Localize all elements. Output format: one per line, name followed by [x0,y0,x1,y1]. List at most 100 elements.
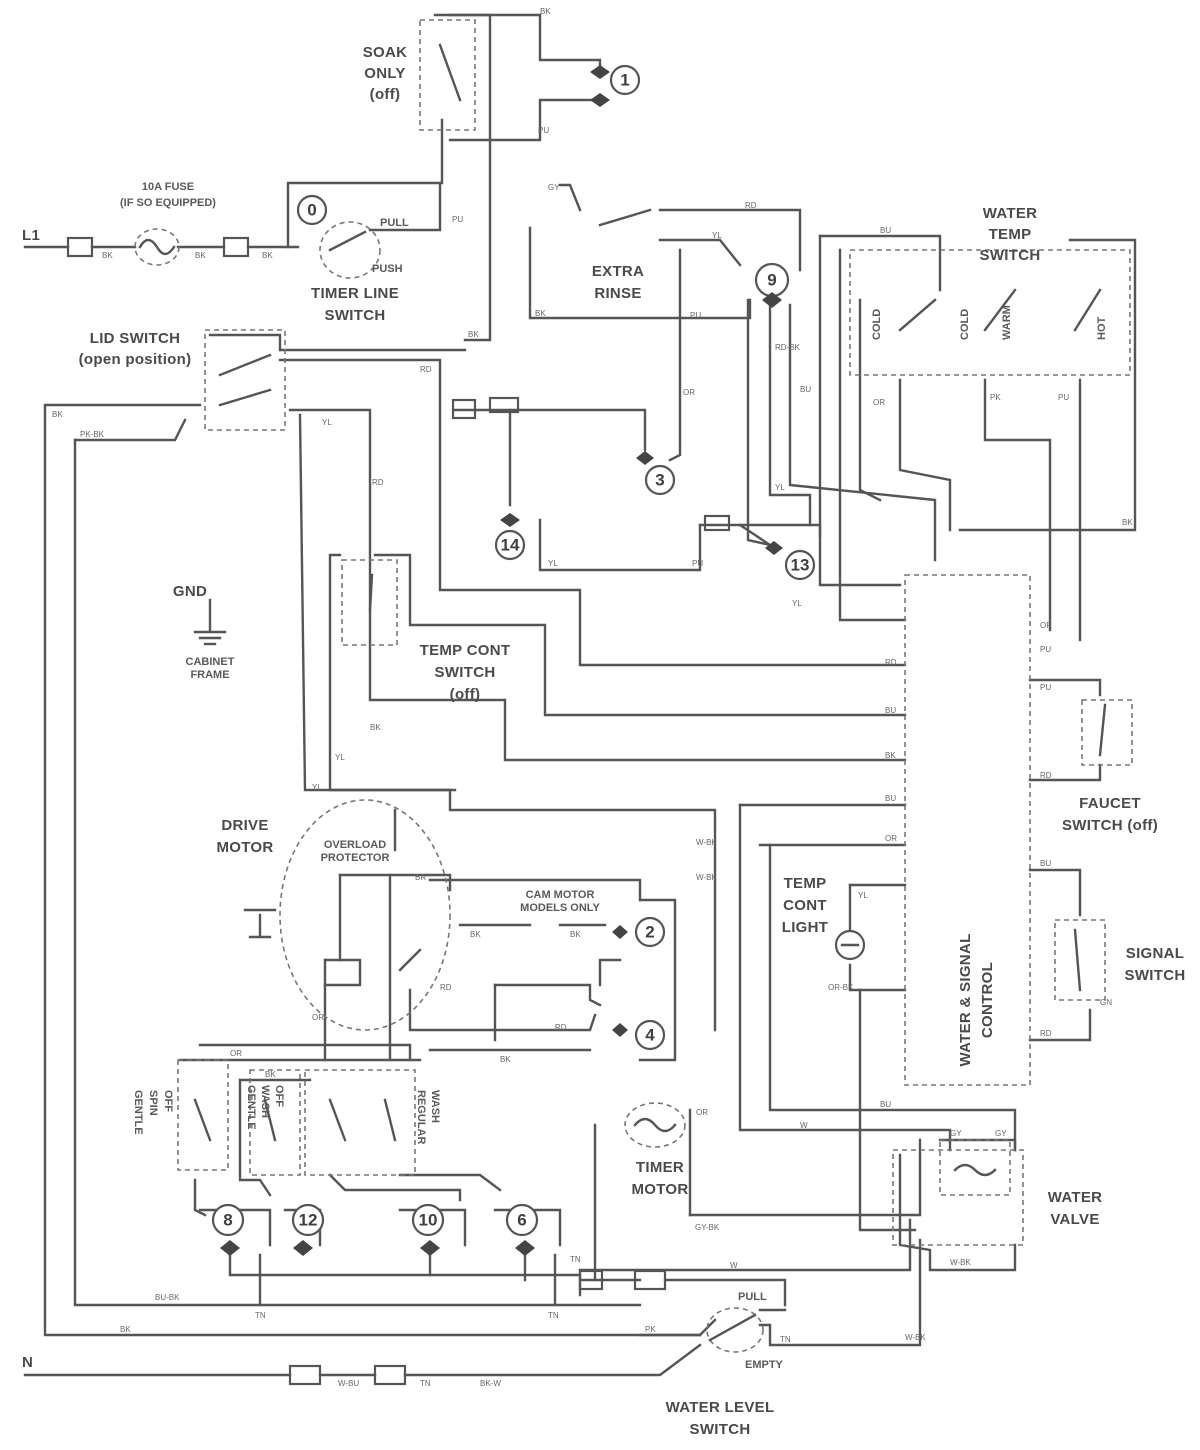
wire-tag: BK [500,1055,511,1064]
signal-switch-blade [1073,928,1082,992]
terminal-1[interactable]: 1 [590,64,641,107]
connector-l1-right [222,236,250,258]
wire-tag: W-BU [338,1379,359,1388]
signal-switch-outline [1054,919,1106,1001]
extra-rinse-label-2: RINSE [594,285,641,302]
svg-text:8: 8 [223,1211,232,1230]
connector-lid-top [451,398,477,420]
faucet-switch-label-1: FAUCET [1079,795,1141,812]
component-labels: SOAK ONLY (off) 10A FUSE (IF SO EQUIPPED… [22,44,1185,1438]
wire-tag: BK [262,251,273,260]
gentle-wash-off-label-1: GENTLE [245,1085,257,1130]
cam-motor-label-1: CAM MOTOR [526,889,595,901]
terminal-9[interactable]: 9 [754,262,790,308]
terminal-4[interactable]: 4 [612,1019,666,1051]
terminal-2[interactable]: 2 [612,916,666,948]
wire-tag: BK [470,930,481,939]
wire-tag: BK [535,309,546,318]
temp-cont-light-label-2: CONT [783,897,827,914]
wire-tag: BK [540,7,551,16]
wire-tag: PU [690,311,701,320]
timer-motor-label-2: MOTOR [631,1181,688,1198]
fuse-symbol [138,238,176,256]
timer-line-switch-outline [319,221,381,279]
pull-label-bottom: PULL [738,1291,767,1303]
water-temp-pos-1: COLD [871,309,883,340]
gentle-wash-off-label-3: OFF [273,1085,285,1107]
wire-tag: RD-BK [775,343,801,352]
wire-tag: BK [570,930,581,939]
wire-tag: W-BK [696,873,717,882]
gentle-wash-off-label-2: WASH [259,1085,271,1118]
wire-tag: PU [1040,645,1051,654]
wire-tag: RD [372,478,384,487]
wire-tag: YL [335,753,345,762]
wire-tag: PK [645,1325,656,1334]
water-temp-switch-label-1: WATER [983,205,1038,222]
wire-tag: RD [440,983,452,992]
terminal-3[interactable]: 3 [636,451,676,496]
svg-text:4: 4 [645,1026,655,1045]
wire-tag: BU [885,706,896,715]
wire-tag: TN [420,1379,431,1388]
terminal-8[interactable]: 8 [211,1203,245,1256]
svg-text:1: 1 [620,71,629,90]
terminal-6[interactable]: 6 [505,1203,539,1256]
svg-text:0: 0 [307,201,316,220]
wire-tag: BK [1122,518,1133,527]
temp-cont-light-label-3: LIGHT [782,919,829,936]
wire-tag: BR [415,873,426,882]
wire-tag: OR [312,1013,324,1022]
faucet-switch-outline [1081,699,1133,766]
svg-text:14: 14 [501,536,520,555]
signal-switch-label-2: SWITCH [1125,967,1186,984]
water-temp-pos-4: HOT [1096,317,1108,341]
water-signal-control-label-1: WATER & SIGNAL [957,933,974,1066]
water-temp-pos-2: COLD [959,309,971,340]
wire-tag: GY [548,183,560,192]
wire-tag: TN [548,1311,559,1320]
terminal-10[interactable]: 10 [411,1203,445,1256]
drive-motor-winding [323,958,362,987]
wire-tag: GY-BK [695,1223,720,1232]
wire-tag: W [800,1121,808,1130]
wire-tag: OR [696,1108,708,1117]
water-valve-coil [953,1163,997,1177]
signal-switch-label-1: SIGNAL [1126,945,1184,962]
timer-motor-label-1: TIMER [636,1159,684,1176]
fuse-label-1: 10A FUSE [142,181,194,193]
gnd-label: GND [173,583,207,600]
wire-tag: YL [312,783,322,792]
wire-tag: RD [745,201,757,210]
water-temp-blade-3 [1073,288,1102,332]
wire-tag: OR [885,834,897,843]
ground-symbol [193,598,227,646]
wire-tag: YL [712,231,722,240]
terminal-14[interactable]: 14 [494,513,526,561]
empty-label: EMPTY [745,1359,784,1371]
l1-label: L1 [22,227,40,244]
timer-line-switch-label-2: SWITCH [325,307,386,324]
terminal-0[interactable]: 0 [296,194,328,226]
wire-tag: PU [692,559,703,568]
cam-motor-label-2: MODELS ONLY [520,902,600,914]
regular-wash-label-2: WASH [429,1090,441,1123]
wire-tag: PK-BK [80,430,105,439]
wire-tag: OR [1040,621,1052,630]
svg-text:2: 2 [645,923,654,942]
temp-cont-blade [368,573,374,612]
pull-label-top: PULL [380,217,409,229]
wire-color-tags: BK BK BK PU PU BK BK GY RD YL PU BK OR B… [52,7,1133,1388]
wire-tag: BU [800,385,811,394]
wire-tag: BK [102,251,113,260]
svg-text:10: 10 [419,1211,438,1230]
push-label: PUSH [372,263,403,275]
wire-tag: OR [230,1049,242,1058]
water-temp-pos-3: WARM [1001,305,1013,340]
terminal-12[interactable]: 12 [291,1203,325,1256]
terminal-13[interactable]: 13 [765,541,816,581]
soak-only-label-1: SOAK [363,44,408,61]
gentle-spin-off-label-2: SPIN [147,1090,159,1116]
water-level-switch-blade [708,1313,757,1342]
